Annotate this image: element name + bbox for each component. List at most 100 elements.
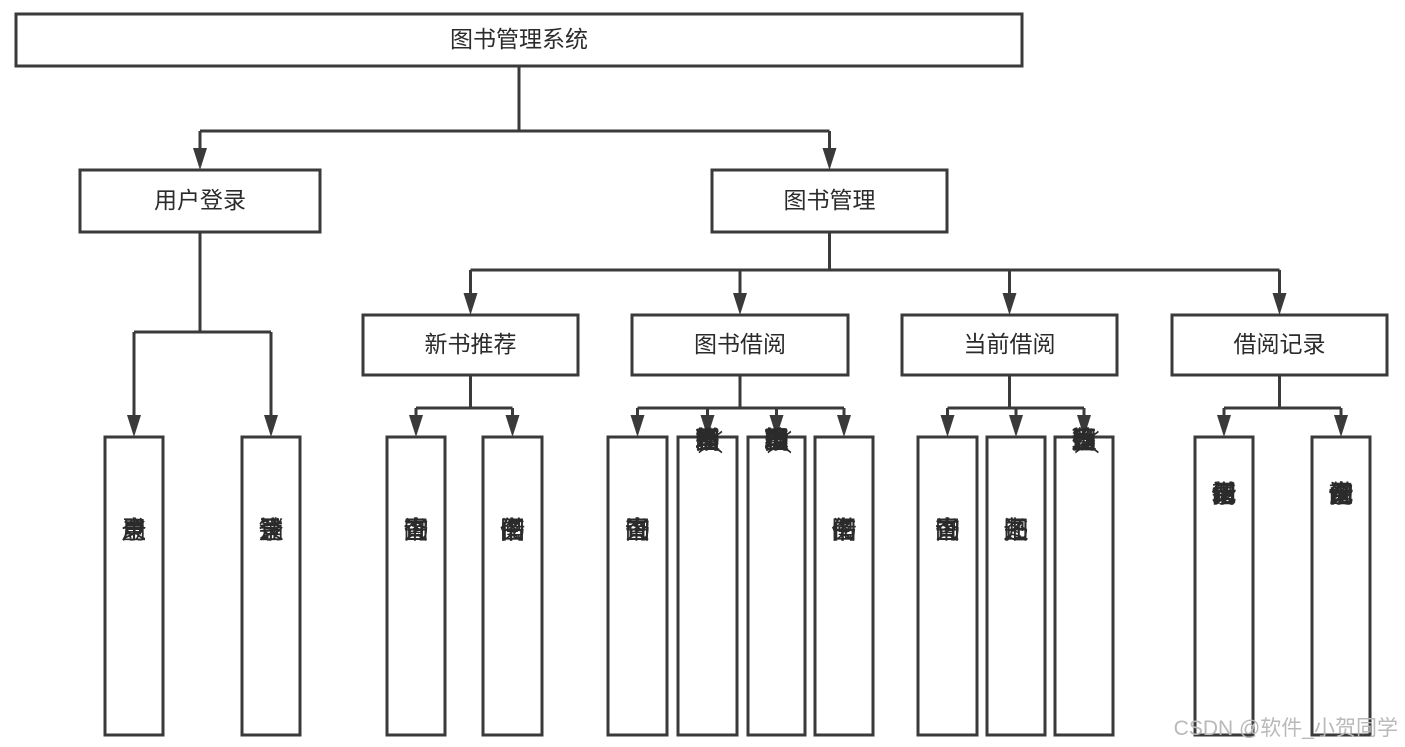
node-leaf-编辑图书-管理员-6-label-char-0: 编 — [764, 427, 789, 455]
node-leaf-编辑图书-管理员-6-rect — [746, 435, 807, 737]
node-leaf-新增借阅记录-11-label-char-5: 录 — [1211, 481, 1236, 509]
arrow-head-icon-level2-0 — [193, 148, 207, 170]
node-leaf-新增借阅记录-11-label-char-0: 新 — [1211, 481, 1236, 509]
connector-layer — [127, 66, 1348, 437]
node-leaf-借阅图书-7-rect — [813, 435, 875, 737]
node-leaf-编辑图书-管理员-6-label-char-1: 辑 — [764, 427, 789, 455]
node-level3-图书借阅-1-rect — [630, 313, 850, 377]
arrow-head-icon-level3-2 — [1002, 293, 1017, 315]
node-level2-用户登录-0[interactable]: 用户登录 — [78, 168, 322, 234]
node-leaf-确认归还-管理员-10-label-char-5: 管 — [1071, 427, 1096, 455]
node-leaf-查询图书-2-label-char-0: 查 — [403, 517, 428, 545]
node-leaf-新增图书-管理员-5-label-char-4: （ — [695, 429, 723, 454]
node-leaf-查询借阅记录-12-label-char-2: 借 — [1328, 481, 1353, 509]
node-leaf-编辑图书-管理员-6-label-char-7: 员 — [764, 427, 789, 455]
node-level3-新书推荐-0[interactable]: 新书推荐 — [361, 313, 580, 377]
node-level3-当前借阅-2[interactable]: 当前借阅 — [900, 313, 1119, 377]
node-leaf-新增图书-管理员-5-label-char-3: 书 — [695, 427, 720, 455]
node-leaf-确认归还-管理员-10-label-char-2: 归 — [1071, 427, 1096, 455]
node-root-图书管理系统-label: 图书管理系统 — [450, 26, 588, 52]
node-level3-借阅记录-3[interactable]: 借阅记录 — [1170, 313, 1389, 377]
arrow-head-icon-图书借阅-1-2 — [769, 415, 784, 437]
node-leaf-归还图书-9-label-char-2: 图 — [1003, 517, 1028, 545]
node-level3-图书借阅-1[interactable]: 图书借阅 — [630, 313, 850, 377]
arrow-head-icon-当前借阅-2-0 — [940, 415, 955, 437]
node-leaf-确认归还-管理员-10-label-char-8: ） — [1071, 429, 1099, 454]
node-leaf-用户登录-0-label-char-0: 用 — [121, 517, 146, 545]
node-leaf-编辑图书-管理员-6-label-char-5: 管 — [764, 427, 789, 455]
node-leaf-查询图书-4-label-char-0: 查 — [625, 517, 650, 545]
node-leaf-查询图书-2-label-char-1: 询 — [403, 517, 428, 545]
arrow-head-icon-level2-1 — [822, 148, 837, 170]
node-leaf-查询图书-4-rect — [606, 435, 669, 737]
node-leaf-借阅图书-3-label-char-0: 借 — [500, 517, 525, 545]
node-leaf-新增借阅记录-11-rect — [1193, 435, 1255, 737]
node-leaf-新增图书-管理员-5-label-char-2: 图 — [695, 427, 720, 455]
csdn-watermark: CSDN @软件_小贺同学 — [1174, 717, 1398, 740]
node-leaf-查询借阅记录-12-rect — [1310, 435, 1372, 737]
node-leaf-归还图书-9-label-char-3: 书 — [1003, 517, 1028, 545]
node-level3-借阅记录-3-rect — [1170, 313, 1389, 377]
node-leaf-注销登录-1-label-char-1: 销 — [258, 517, 283, 545]
node-leaf-借阅图书-3-label-char-2: 图 — [500, 517, 525, 545]
node-level3-当前借阅-2-label: 当前借阅 — [964, 331, 1056, 357]
arrow-head-icon-图书借阅-1-0 — [630, 415, 645, 437]
node-leaf-查询借阅记录-12-label-char-1: 询 — [1328, 481, 1353, 509]
node-level3-新书推荐-0-label: 新书推荐 — [425, 331, 517, 357]
node-leaf-用户登录-0[interactable]: 用户登录 — [103, 435, 165, 737]
node-leaf-查询图书-8-label-char-1: 询 — [935, 517, 960, 545]
node-leaf-查询借阅记录-12-label-char-5: 录 — [1328, 481, 1353, 509]
arrow-head-icon-新书推荐-0-0 — [409, 415, 423, 437]
node-leaf-查询借阅记录-12-label-char-3: 阅 — [1328, 481, 1353, 509]
node-leaf-归还图书-9-rect — [985, 435, 1047, 737]
node-leaf-查询借阅记录-12-label-char-0: 查 — [1328, 481, 1353, 509]
node-level3-当前借阅-2-rect — [900, 313, 1119, 377]
node-leaf-借阅图书-7-label-char-0: 借 — [831, 517, 856, 545]
node-leaf-用户登录-0-label-char-1: 户 — [121, 517, 146, 545]
arrow-head-icon-新书推荐-0-1 — [505, 415, 520, 437]
node-leaf-借阅图书-3-label-char-3: 书 — [500, 517, 525, 545]
node-leaf-查询图书-4-label-char-3: 书 — [625, 517, 650, 545]
node-leaf-新增图书-管理员-5-label-char-1: 增 — [695, 427, 720, 455]
node-leaf-编辑图书-管理员-6-label-char-3: 书 — [764, 427, 789, 455]
node-root-图书管理系统-rect — [14, 12, 1024, 68]
node-leaf-借阅图书-7-label-char-2: 图 — [831, 517, 856, 545]
node-leaf-查询图书-4-label-char-1: 询 — [625, 517, 650, 545]
node-leaf-新增图书-管理员-5-label-char-6: 理 — [695, 427, 720, 455]
node-leaf-确认归还-管理员-10-label-char-1: 认 — [1071, 427, 1096, 455]
node-leaf-注销登录-1-label-char-3: 录 — [258, 517, 283, 545]
node-leaf-用户登录-0-label-char-3: 录 — [121, 517, 146, 545]
node-level2-图书管理-1-rect — [710, 168, 949, 234]
node-leaf-查询图书-4-label-char-2: 图 — [625, 517, 650, 545]
node-level2-图书管理-1[interactable]: 图书管理 — [710, 168, 949, 234]
node-leaf-借阅图书-7-label-char-1: 阅 — [831, 517, 856, 545]
node-leaf-用户登录-0-label-char-2: 登 — [121, 517, 146, 545]
node-root-图书管理系统[interactable]: 图书管理系统 — [14, 12, 1024, 68]
node-leaf-用户登录-0-rect — [103, 435, 165, 737]
arrow-head-icon-level3-3 — [1272, 293, 1287, 315]
node-layer: 图书管理系统用户登录图书管理新书推荐图书借阅当前借阅借阅记录用户登录注销登录查询… — [14, 12, 1389, 737]
node-leaf-归还图书-9-label-char-1: 还 — [1003, 517, 1028, 545]
node-leaf-新增借阅记录-11-label-char-1: 增 — [1211, 481, 1236, 509]
node-leaf-查询图书-8-label-char-3: 书 — [935, 517, 960, 545]
node-leaf-借阅图书-7-label-char-3: 书 — [831, 517, 856, 545]
node-leaf-新增借阅记录-11-label-char-4: 记 — [1211, 481, 1236, 509]
node-leaf-注销登录-1-label-char-0: 注 — [258, 517, 283, 545]
node-leaf-查询图书-2-label-char-2: 图 — [403, 517, 428, 545]
node-leaf-确认归还-管理员-10-label-char-7: 员 — [1071, 427, 1096, 455]
node-leaf-新增图书-管理员-5-label-char-5: 管 — [695, 427, 720, 455]
